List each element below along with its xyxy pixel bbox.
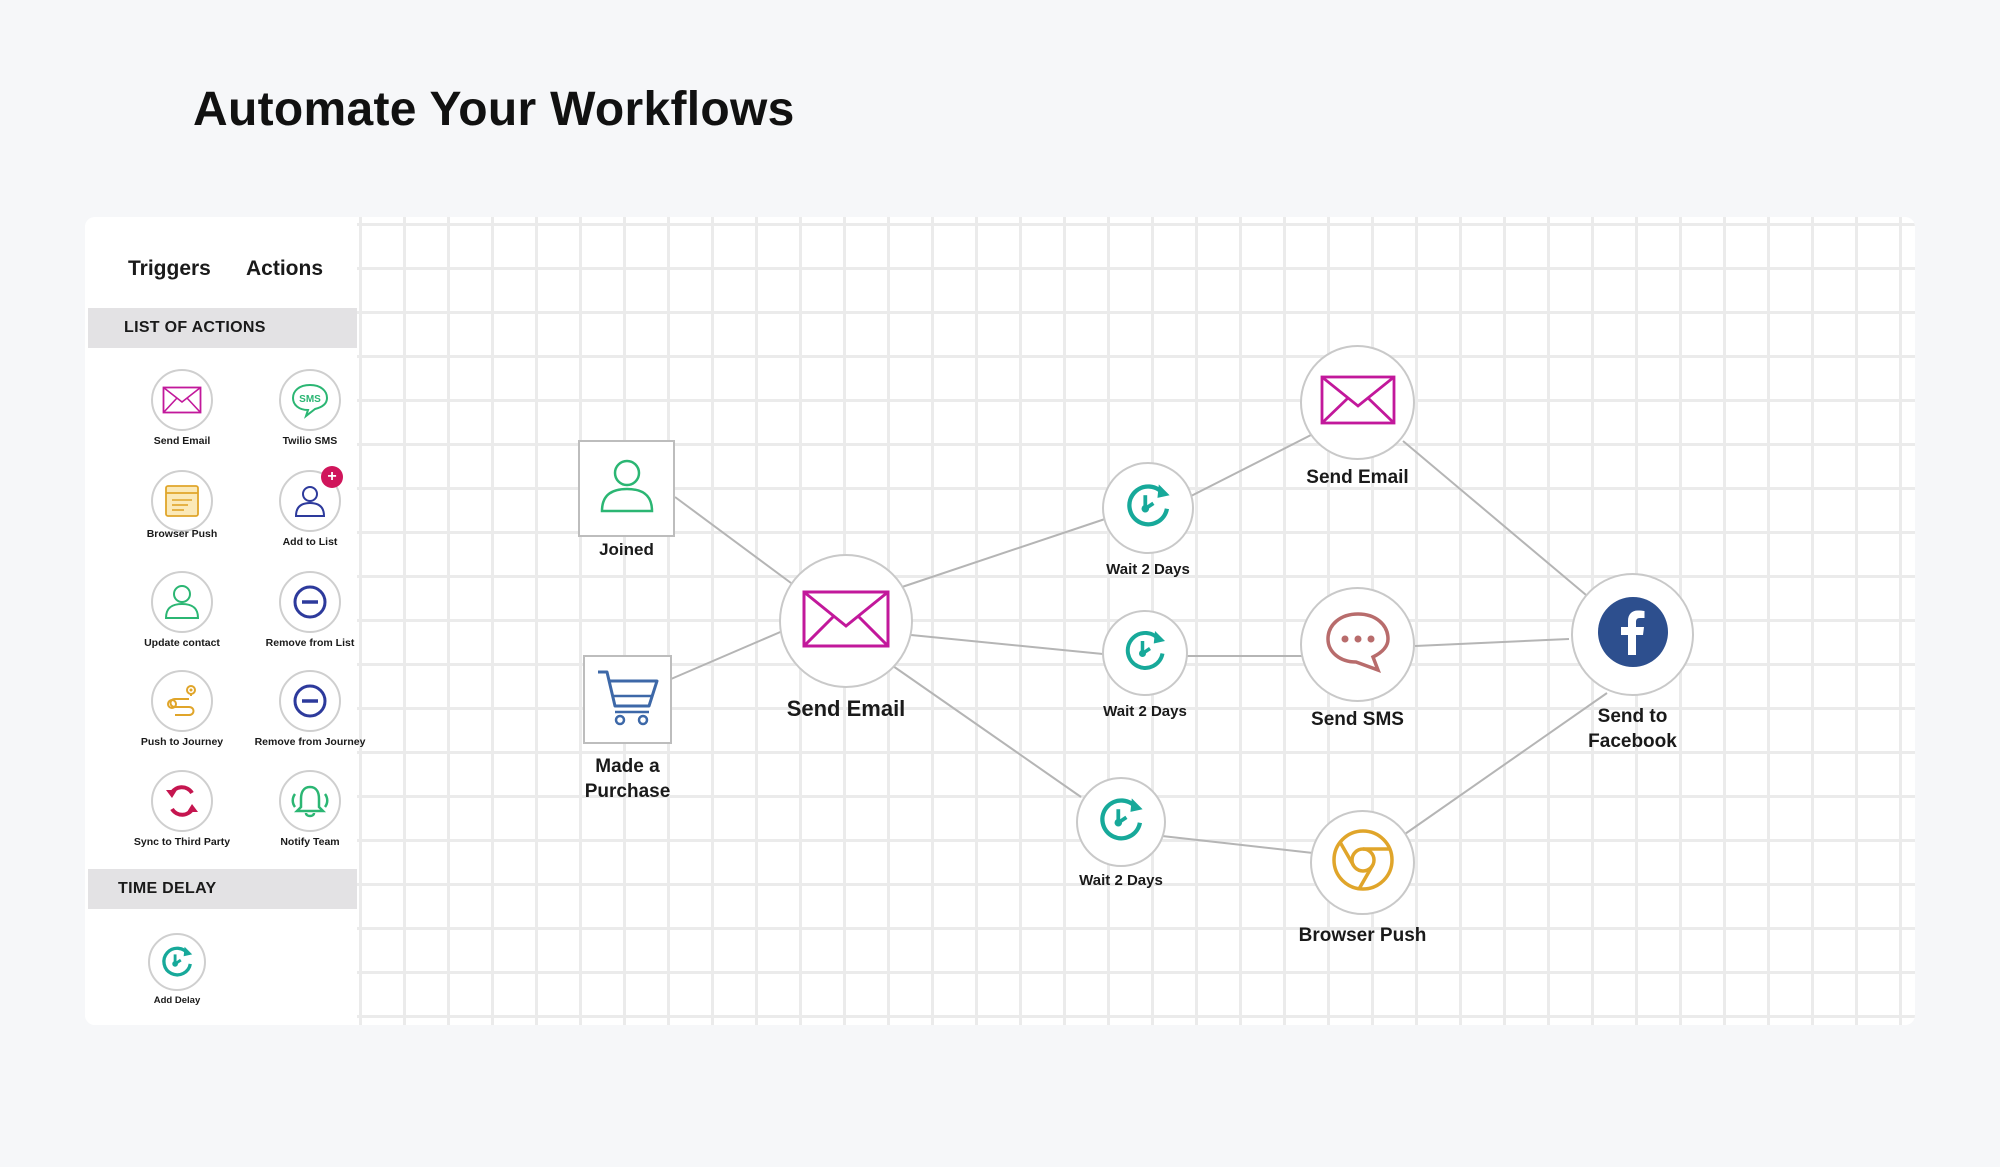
minus-circle-icon xyxy=(279,571,341,633)
page-title: Automate Your Workflows xyxy=(193,83,795,136)
trigger-joined[interactable]: Joined xyxy=(578,440,675,559)
node-wait-2[interactable]: Wait 2 Days xyxy=(1102,610,1188,720)
action-twilio-sms[interactable]: SMS Twilio SMS xyxy=(245,369,375,469)
user-icon xyxy=(598,456,656,521)
action-label: Update contact xyxy=(144,637,220,649)
action-send-email[interactable]: Send Email xyxy=(117,369,247,469)
node-label: Send Email xyxy=(786,696,906,721)
trigger-box xyxy=(578,440,675,537)
action-add-to-list[interactable]: + Add to List xyxy=(245,466,375,570)
node-browser-push[interactable]: Browser Push xyxy=(1299,810,1426,946)
edge-send-sms-to-facebook xyxy=(1414,638,1570,647)
chat-bubble-icon xyxy=(1323,610,1393,679)
timer-icon xyxy=(1121,479,1175,538)
node-circle xyxy=(1300,587,1415,702)
edge-email-to-wait3 xyxy=(892,665,1082,798)
node-send-sms[interactable]: Send SMS xyxy=(1300,587,1415,730)
sidebar-tabs: Triggers Actions xyxy=(85,257,357,287)
action-label: Add Delay xyxy=(153,995,201,1006)
action-label: Remove from Journey xyxy=(254,736,366,748)
svg-text:SMS: SMS xyxy=(299,394,321,405)
bell-icon xyxy=(279,770,341,832)
sidebar: Triggers Actions LIST OF ACTIONS Send Em… xyxy=(85,217,365,1025)
node-send-email[interactable]: Send Email xyxy=(1300,345,1415,488)
action-remove-from-journey[interactable]: Remove from Journey xyxy=(245,670,375,770)
timer-icon xyxy=(148,933,206,991)
action-label: Send Email xyxy=(153,435,211,447)
action-label: Sync to Third Party xyxy=(133,836,231,848)
action-label: Twilio SMS xyxy=(282,435,338,447)
action-add-delay[interactable]: Add Delay xyxy=(112,933,242,1025)
edge-email-to-wait2 xyxy=(910,634,1104,655)
tab-actions[interactable]: Actions xyxy=(246,257,324,280)
trigger-box xyxy=(583,655,672,744)
node-wait-1[interactable]: Wait 2 Days xyxy=(1102,462,1194,578)
node-circle xyxy=(779,554,913,688)
node-send-to-facebook[interactable]: Send to Facebook xyxy=(1571,573,1694,752)
node-wait-3[interactable]: Wait 2 Days xyxy=(1076,777,1166,889)
node-label: Send Email xyxy=(1306,467,1409,488)
node-label: Browser Push xyxy=(1298,925,1427,946)
node-label: Wait 2 Days xyxy=(1106,561,1190,578)
timer-icon xyxy=(1120,626,1170,681)
action-update-contact[interactable]: Update contact xyxy=(117,571,247,671)
action-label: Add to List xyxy=(282,536,338,548)
envelope-icon xyxy=(151,369,213,431)
node-circle xyxy=(1102,462,1194,554)
envelope-icon xyxy=(1320,375,1396,430)
action-notify-team[interactable]: Notify Team xyxy=(245,770,375,870)
minus-circle-icon xyxy=(279,670,341,732)
node-circle xyxy=(1571,573,1694,696)
facebook-icon xyxy=(1596,595,1670,674)
node-circle xyxy=(1076,777,1166,867)
action-label: Notify Team xyxy=(280,836,340,848)
user-icon xyxy=(151,571,213,633)
action-remove-from-list[interactable]: Remove from List xyxy=(245,571,375,671)
action-label: Remove from List xyxy=(265,637,355,649)
route-icon xyxy=(151,670,213,732)
timer-icon xyxy=(1094,793,1148,852)
action-push-to-journey[interactable]: Push to Journey xyxy=(117,670,247,770)
sync-icon xyxy=(151,770,213,832)
envelope-icon xyxy=(802,590,890,653)
browser-window-icon xyxy=(151,470,213,532)
action-sync-third-party[interactable]: Sync to Third Party xyxy=(117,770,247,870)
add-user-icon: + xyxy=(279,466,343,532)
add-badge: + xyxy=(321,466,343,488)
action-browser-push[interactable]: Browser Push xyxy=(117,470,247,570)
sms-icon: SMS xyxy=(279,369,341,431)
node-circle xyxy=(1310,810,1415,915)
node-circle xyxy=(1300,345,1415,460)
node-label: Wait 2 Days xyxy=(1079,872,1163,889)
tab-triggers[interactable]: Triggers xyxy=(128,257,211,280)
workflow-connections xyxy=(670,434,1608,854)
edge-joined-to-email xyxy=(674,496,792,584)
edge-email-to-wait1 xyxy=(901,518,1106,588)
trigger-label: Joined xyxy=(599,540,654,559)
edge-wait3-to-browser-push xyxy=(1161,835,1314,854)
trigger-label: Made a Purchase xyxy=(584,756,671,802)
trigger-made-a-purchase[interactable]: Made a Purchase xyxy=(583,655,672,802)
edge-send-email-to-facebook xyxy=(1402,440,1593,601)
workflow-card: Triggers Actions LIST OF ACTIONS Send Em… xyxy=(85,217,1915,1025)
edge-wait1-to-send-email xyxy=(1190,434,1312,497)
chrome-icon xyxy=(1329,826,1397,899)
action-label: Browser Push xyxy=(146,528,218,540)
action-label: Push to Journey xyxy=(140,736,224,748)
section-header-list-of-actions: LIST OF ACTIONS xyxy=(88,308,357,348)
shopping-cart-icon xyxy=(595,666,661,733)
section-header-time-delay: TIME DELAY xyxy=(88,869,357,909)
node-circle xyxy=(1102,610,1188,696)
edge-purchase-to-email xyxy=(670,629,786,680)
edge-browser-push-to-facebook xyxy=(1404,692,1608,835)
node-label: Send to Facebook xyxy=(1588,706,1677,752)
node-label: Send SMS xyxy=(1311,709,1404,730)
node-label: Wait 2 Days xyxy=(1103,703,1187,720)
node-send-email-main[interactable]: Send Email xyxy=(779,554,913,721)
